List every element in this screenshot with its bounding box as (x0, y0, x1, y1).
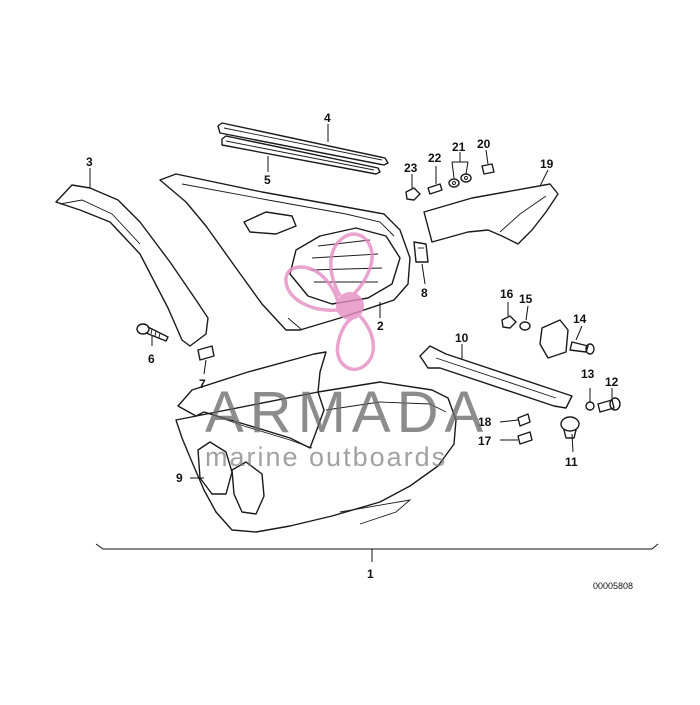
part-8-clip (413, 241, 429, 263)
callout-1: 1 (367, 567, 374, 581)
watermark-propeller-icon (284, 232, 375, 372)
callout-18: 18 (478, 415, 492, 429)
part-5-trim-strip (221, 135, 381, 175)
callout-6: 6 (148, 352, 155, 366)
leader-lines (89, 124, 613, 479)
callout-22: 22 (428, 151, 442, 165)
callout-5: 5 (264, 173, 271, 187)
part-23-nut (405, 187, 421, 201)
part-18-spring-clip (517, 413, 531, 427)
callout-15: 15 (519, 292, 533, 306)
part-12-bolt (597, 397, 621, 413)
part-21-washers (448, 173, 472, 188)
callout-9: 9 (176, 471, 183, 485)
callout-11: 11 (565, 455, 578, 469)
watermark-tagline: marine outboards (205, 442, 447, 472)
callout-12: 12 (605, 375, 619, 389)
part-22-stud (427, 183, 443, 195)
part-4-molding-strip (217, 122, 389, 166)
drawing-number: 00005808 (593, 581, 633, 591)
callout-21: 21 (452, 140, 466, 154)
assembly-bracket-line (95, 543, 659, 562)
part-3-side-trim (55, 184, 209, 347)
callout-23: 23 (404, 161, 418, 175)
part-19-corner-piece (423, 183, 559, 245)
part-1-bumper-cover (175, 351, 457, 533)
callout-4: 4 (324, 111, 331, 125)
part-20-bush (481, 163, 495, 175)
part-2-side-panel (159, 173, 411, 331)
part-16-nut (501, 315, 517, 329)
callout-20: 20 (477, 137, 491, 151)
part-17-screw (517, 431, 533, 445)
part-6-screw (136, 323, 169, 342)
callout-10: 10 (455, 331, 469, 345)
part-14-mount-bracket (539, 319, 595, 359)
callout-2: 2 (377, 319, 384, 333)
watermark-brand: ARMADA (205, 380, 489, 445)
callout-3: 3 (86, 155, 93, 169)
part-13-washer (585, 401, 595, 411)
callout-17: 17 (478, 434, 492, 448)
callout-13: 13 (581, 367, 595, 381)
part-15-washer (519, 321, 531, 331)
part-7-clip (197, 345, 215, 361)
callout-8: 8 (421, 286, 428, 300)
part-10-bracket (419, 345, 573, 409)
callout-7: 7 (199, 377, 206, 391)
callout-14: 14 (573, 312, 587, 326)
callout-16: 16 (500, 287, 514, 301)
callout-19: 19 (540, 157, 554, 171)
part-11-push-clip (560, 416, 580, 439)
